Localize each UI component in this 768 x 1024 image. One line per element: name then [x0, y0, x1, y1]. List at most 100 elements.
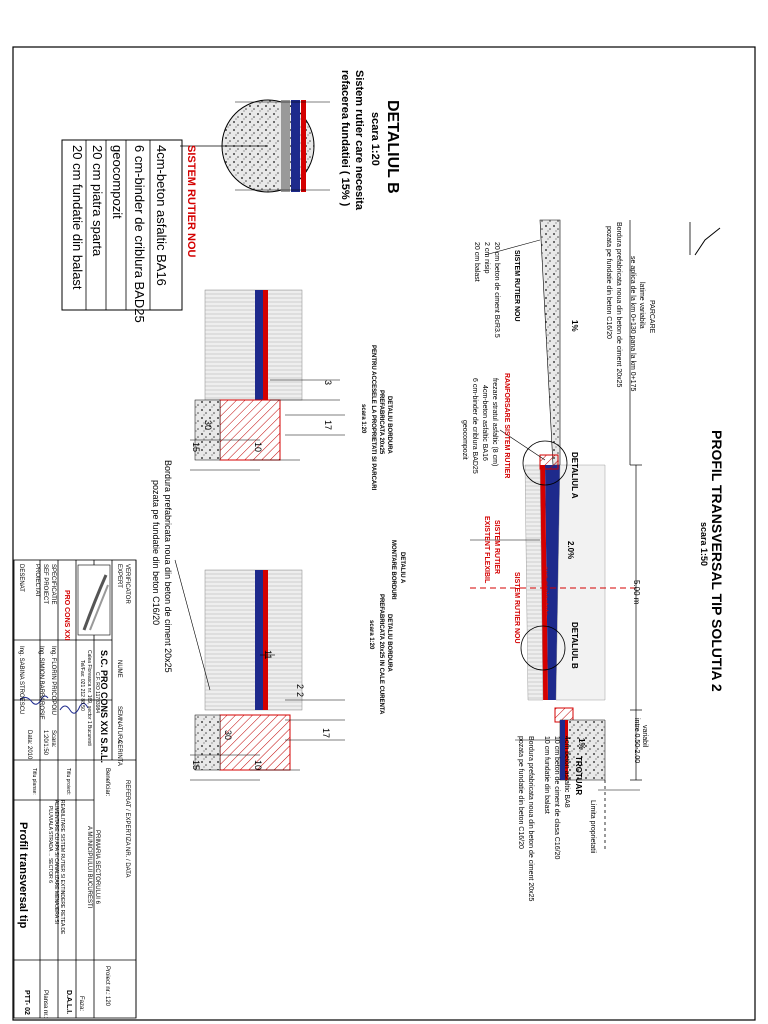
reinforcement-layer-3: 6 cm-binder de criblura BAD25 — [471, 378, 478, 474]
parking-applies: se aplica de la km 0+130 pana la km 0+17… — [629, 256, 636, 392]
dimension-width: 5.00 m — [632, 580, 641, 605]
axis-label: axa proiectata — [541, 566, 550, 617]
reinforcement-layer-4: geocompozit — [461, 420, 468, 460]
curb-detail-access-title-1: DETALIU BORDURA — [386, 396, 392, 454]
reinforcement-title: RANFORSARE SISTEM RUTIER — [503, 373, 510, 479]
dim-15b: 15 — [191, 760, 201, 771]
logo-graphic — [77, 564, 111, 636]
scale-value: 1:20/1:50 — [42, 730, 48, 756]
new-road-layer-1: 20 cm beton de ciment BcR3.5 — [493, 242, 500, 338]
project-label: Titlu proiect: — [65, 768, 71, 796]
name-3: Ing. SABINA STROESCU — [18, 646, 24, 715]
detail-b-magnifier — [180, 99, 330, 193]
role-specificatie: SPECIFICATIE — [50, 564, 56, 605]
role-proiectat: PROIECTAT — [34, 564, 40, 598]
new-road-title: SISTEM RUTIER NOU — [513, 250, 520, 322]
curb-detail-a-title-1: DETALIU A — [399, 552, 405, 584]
slope-left: 1% — [570, 320, 579, 332]
phase: D.A.L.I. — [65, 990, 72, 1015]
reinforcement-layer-1: frezare stratul asfaltic (8 cm) — [491, 378, 498, 467]
sidewalk-title: TROTUAR — [574, 756, 583, 796]
dim-22a: 2 — [295, 684, 305, 690]
dim-22b: 2 — [295, 692, 305, 698]
col-name: NUME — [116, 660, 122, 678]
role-expert: EXPERT — [116, 564, 122, 588]
sheet-label: Plansa nr.: — [42, 990, 48, 1019]
scale-label: Scara: — [50, 730, 56, 748]
reinforcement-layer-2: 4cm-beton asfaltic BA16 — [481, 385, 488, 461]
layer-4: 20 cm piatra sparta — [90, 145, 105, 257]
parking-width: latime variabila — [638, 282, 645, 329]
signatures — [19, 695, 89, 714]
sidewalk-curb-2: pozata pe fundatie din beton C16/20 — [517, 736, 524, 849]
detail-a-label: DETALIUL A — [570, 452, 579, 499]
dim-30b: 30 — [223, 730, 233, 741]
parking-curb-2: pozata pe fundatie din beton C16/20 — [605, 226, 612, 339]
project-no-label: Proiect nr.: — [104, 966, 110, 995]
project-2: ALIMENTARE CU APA SI CANALIZARE MENAJERA… — [53, 800, 59, 925]
detail-b-label: DETALIUL B — [570, 622, 579, 669]
slope-middle: 2.0% — [566, 541, 575, 560]
company-name: S.C. PRO CONS XXI S.R.L. — [99, 650, 109, 764]
beneficiary-1: PRIMARIA SECTORULUI 6 — [94, 830, 100, 904]
dim-3: 3 — [323, 380, 333, 386]
dim-10a: 10 — [253, 442, 263, 453]
dim-10b: 10 — [253, 760, 263, 771]
detail-b-subtitle-2: refacerea fundatiei ( 15% ) — [339, 70, 351, 207]
existing-system-2: EXISTENT FLEXIBIL — [483, 516, 490, 584]
role-sef-proiect: SEF PROIECT — [42, 564, 48, 605]
layer-table — [61, 139, 183, 311]
curb-detail-access-scale: scara 1:20 — [360, 404, 366, 434]
sidewalk-layer-2: 10 cm beton de ciment de clasa C16/20 — [553, 736, 560, 860]
beneficiary-2: A MUNICIPIULUI BUCURESTI — [86, 826, 92, 909]
curb-detail-current-title-1: DETALIU BORDURA — [386, 614, 392, 672]
parking-curb-1: Bordura prefabricata noua din beton de c… — [615, 222, 622, 388]
logo-text: PRO CONS XXI — [63, 590, 70, 641]
sheet-number: PTT- 02 — [23, 990, 30, 1015]
curb-detail-access-title-3: PENTRU ACCESELE LA PROPRIETATI SI PARCAR… — [370, 345, 376, 491]
new-road-layer-2: 2 cm nisip — [483, 242, 490, 274]
beneficiary-label: Beneficiar: — [104, 768, 110, 797]
col-signature: SEMNATURA — [116, 706, 122, 744]
role-desenat: DESENAT — [18, 564, 24, 592]
plan-title: Profil transversal tip — [17, 822, 29, 929]
title-block — [13, 559, 137, 1019]
layer-3: geocompozit — [110, 145, 125, 219]
dim-30a: 30 — [203, 420, 213, 431]
date-value: 2010 — [26, 746, 32, 760]
report-label: REFERAT / EXPERTIZA NR. / DATA — [124, 780, 130, 878]
company-address: Calea Floreasca nr. 169, sector 1 Bucure… — [86, 650, 92, 746]
sheet-border — [12, 46, 756, 1021]
company-phone: Tel/Fax: 021 212 88 50 — [79, 660, 85, 711]
curb-note-1: Bordura prefabricata noua din beton de c… — [163, 460, 173, 673]
company-reg: C.F. RO 11783984 — [94, 672, 100, 714]
role-verificator: VERIFICATOR — [124, 564, 130, 604]
dim-15a: 15 — [191, 442, 201, 453]
slope-right: 1% — [577, 738, 586, 750]
sidewalk-layer-3: 10 cm fundatie din balast — [543, 736, 550, 814]
project-1: REABILITARE SISTEM RUTIER SI EXTINDERE R… — [59, 800, 65, 935]
dim-11: 11 — [263, 650, 273, 660]
new-road-layer-3: 20 cm balast — [473, 242, 480, 282]
main-profile — [470, 219, 721, 850]
curb-detail-current-scale: scara 1:20 — [368, 620, 374, 650]
sidewalk-layer-1: 4cm beton asfaltic BA8 — [563, 736, 570, 808]
curb-detail-access-title-2: PREFABRICATA 20x25 — [378, 390, 384, 455]
variable-2: intre 0.50-2.00 — [633, 718, 640, 764]
project-no: 120 — [104, 996, 110, 1007]
layer-1: 4cm-beton asfaltic BA16 — [154, 145, 169, 286]
layer-2: 6 cm-binder de criblura BAD25 — [132, 145, 147, 323]
sidewalk-curb-1: Bordura prefabricata noua din beton de c… — [527, 736, 534, 902]
curb-detail-current — [174, 559, 345, 781]
name-1: Ing. FLORIN PRICOPOIU — [50, 646, 56, 716]
col-requirement: CERINTA — [116, 740, 122, 766]
curb-a — [539, 454, 559, 470]
curb-detail-a-title-2: MONTARE BORDURI — [390, 540, 396, 600]
detail-b-circle — [520, 625, 566, 671]
name-2: Ing. SIMION BARBAROSIE — [38, 646, 44, 720]
detail-b-scale: scara 1:20 — [369, 112, 381, 166]
existing-system-1: SISTEM RUTIER — [493, 520, 500, 575]
project-3: PLUVIALA STRADA ... SECTOR 6 — [47, 806, 53, 883]
variable-1: variabil — [641, 725, 648, 748]
